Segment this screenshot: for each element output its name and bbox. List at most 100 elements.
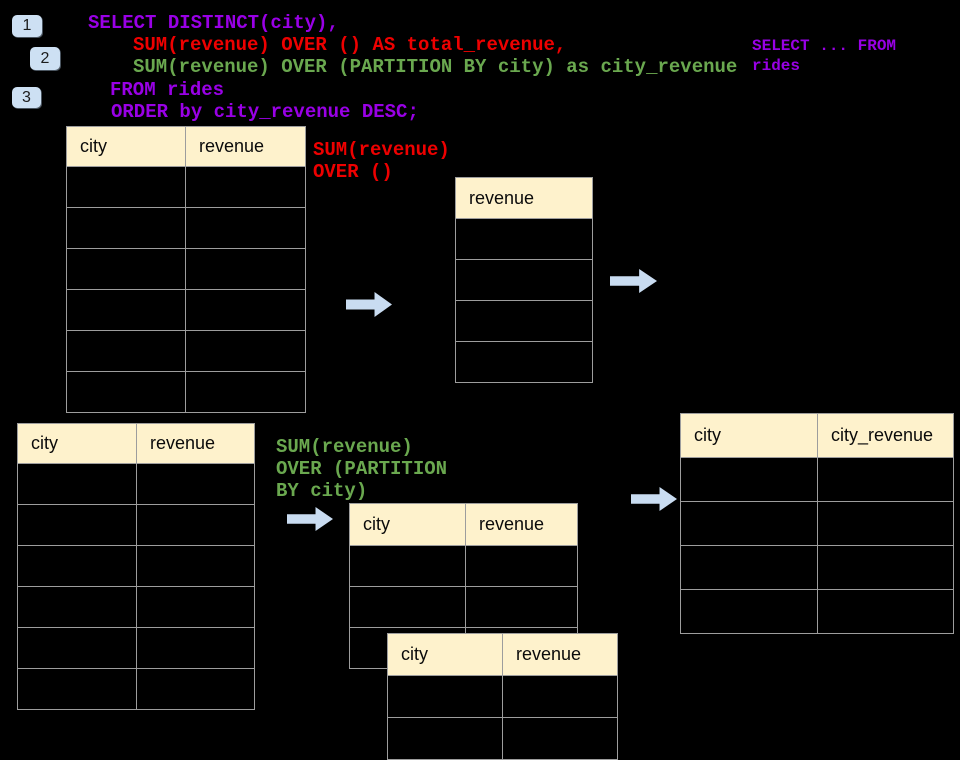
- step-badge-3: 3: [12, 87, 41, 108]
- table-total-revenue: revenue: [455, 177, 593, 383]
- empty-cell: [17, 586, 137, 628]
- empty-cell: [349, 545, 466, 587]
- table-source-top: city revenue: [66, 126, 306, 413]
- column-header-city: city: [387, 633, 503, 676]
- table-row: [455, 259, 593, 301]
- table-result: city city_revenue: [680, 413, 954, 634]
- empty-cell: [817, 589, 954, 634]
- empty-cell: [185, 248, 306, 290]
- column-header-revenue: revenue: [502, 633, 618, 676]
- column-header-city: city: [680, 413, 818, 458]
- sql-line-order-by: ORDER by city_revenue DESC;: [111, 101, 419, 123]
- empty-cell: [455, 300, 593, 342]
- step-badge-2: 2: [30, 47, 60, 70]
- table-row: [17, 586, 255, 628]
- empty-cell: [185, 330, 306, 372]
- table-row: [66, 207, 306, 249]
- column-header-revenue: revenue: [136, 423, 255, 464]
- sql-line-city-revenue: SUM(revenue) OVER (PARTITION BY city) as…: [133, 56, 738, 78]
- side-code-rides: rides: [752, 57, 801, 75]
- empty-cell: [17, 545, 137, 587]
- empty-cell: [465, 586, 578, 628]
- table-row: [17, 545, 255, 587]
- arrow-right-icon: [610, 269, 657, 293]
- empty-cell: [17, 463, 137, 505]
- sql-line-total-revenue: SUM(revenue) OVER () AS total_revenue,: [133, 34, 567, 56]
- table-row: [17, 504, 255, 546]
- empty-cell: [136, 504, 255, 546]
- empty-cell: [455, 341, 593, 383]
- side-code-select-from: SELECT ... FROM: [752, 37, 897, 55]
- column-header-city: city: [17, 423, 137, 464]
- table-source-bottom: city revenue: [17, 423, 255, 710]
- table-row: [680, 457, 954, 502]
- table-row: [680, 501, 954, 546]
- empty-cell: [136, 463, 255, 505]
- column-header-city: city: [66, 126, 186, 167]
- empty-cell: [680, 501, 818, 546]
- empty-cell: [66, 248, 186, 290]
- table-row: [455, 341, 593, 383]
- annotation-total-line-2: OVER (): [313, 161, 393, 183]
- empty-cell: [136, 627, 255, 669]
- table-row: [66, 371, 306, 413]
- table-row: [349, 545, 578, 587]
- table-partition-overlay: city revenue: [387, 633, 618, 760]
- empty-cell: [502, 717, 618, 760]
- empty-cell: [185, 371, 306, 413]
- empty-cell: [185, 289, 306, 331]
- empty-cell: [680, 457, 818, 502]
- annotation-partition-line-3: BY city): [276, 480, 368, 502]
- empty-cell: [455, 218, 593, 260]
- column-header-city-revenue: city_revenue: [817, 413, 954, 458]
- empty-cell: [66, 289, 186, 331]
- table-row: [680, 589, 954, 634]
- sql-line-from: FROM rides: [110, 79, 225, 101]
- empty-cell: [185, 207, 306, 249]
- annotation-partition-line-1: SUM(revenue): [276, 436, 413, 458]
- table-row: [66, 289, 306, 331]
- column-header-revenue: revenue: [185, 126, 306, 167]
- arrow-right-icon: [631, 487, 677, 511]
- empty-cell: [136, 545, 255, 587]
- empty-cell: [387, 675, 503, 718]
- empty-cell: [465, 545, 578, 587]
- empty-cell: [502, 675, 618, 718]
- empty-cell: [66, 371, 186, 413]
- empty-cell: [349, 586, 466, 628]
- step-badge-1: 1: [12, 15, 42, 37]
- empty-cell: [17, 627, 137, 669]
- empty-cell: [185, 166, 306, 208]
- table-row: [17, 463, 255, 505]
- arrow-right-icon: [346, 292, 392, 317]
- table-row: [455, 300, 593, 342]
- empty-cell: [66, 166, 186, 208]
- column-header-revenue: revenue: [465, 503, 578, 546]
- annotation-total-line-1: SUM(revenue): [313, 139, 450, 161]
- arrow-right-icon: [287, 507, 333, 531]
- table-row: [66, 330, 306, 372]
- empty-cell: [680, 545, 818, 590]
- empty-cell: [455, 259, 593, 301]
- sql-line-select: SELECT DISTINCT(city),: [88, 12, 339, 34]
- empty-cell: [17, 504, 137, 546]
- table-row: [66, 166, 306, 208]
- empty-cell: [680, 589, 818, 634]
- empty-cell: [17, 668, 137, 710]
- empty-cell: [66, 330, 186, 372]
- empty-cell: [136, 668, 255, 710]
- empty-cell: [66, 207, 186, 249]
- table-row: [387, 675, 618, 718]
- column-header-revenue: revenue: [455, 177, 593, 219]
- empty-cell: [817, 457, 954, 502]
- table-row: [349, 586, 578, 628]
- empty-cell: [817, 545, 954, 590]
- table-row: [680, 545, 954, 590]
- annotation-partition-line-2: OVER (PARTITION: [276, 458, 448, 480]
- column-header-city: city: [349, 503, 466, 546]
- empty-cell: [387, 717, 503, 760]
- table-row: [387, 717, 618, 760]
- table-row: [455, 218, 593, 260]
- table-row: [17, 668, 255, 710]
- empty-cell: [136, 586, 255, 628]
